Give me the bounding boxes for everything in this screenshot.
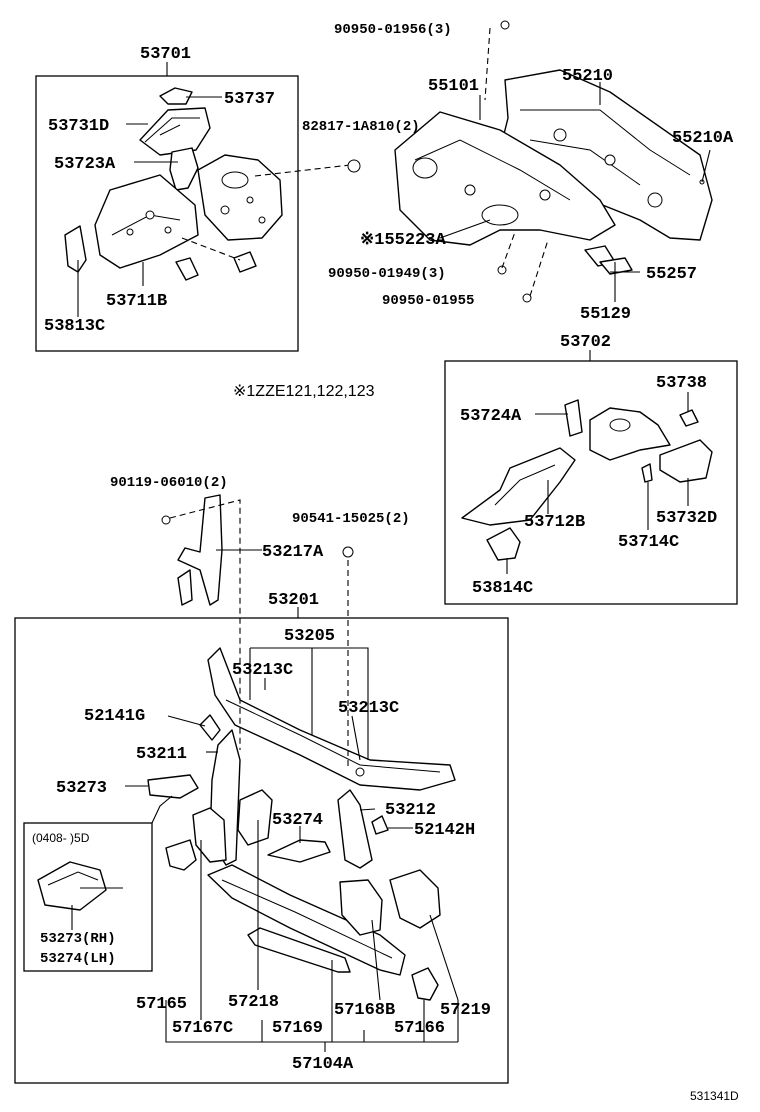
- part-52141G-drawing: [199, 714, 221, 741]
- label-53201: 53201: [268, 591, 319, 610]
- part-55257-drawing: [599, 257, 633, 275]
- label-53273: 53273: [56, 779, 107, 798]
- label-90950-01956: 90950-01956(3): [334, 22, 452, 38]
- engine-note: ※1ZZE121,122,123: [233, 383, 375, 400]
- part-53217A-drawing: [177, 494, 223, 606]
- label-53205: 53205: [284, 627, 335, 646]
- label-55257: 55257: [646, 265, 697, 284]
- part-53723A-drawing: [169, 147, 199, 191]
- part-55101-drawing: [394, 111, 616, 246]
- part-53813C-drawing: [64, 225, 87, 273]
- bolt-90119-06010: [161, 515, 171, 525]
- label-53213C-right: 53213C: [338, 699, 399, 718]
- label-53711B: 53711B: [106, 292, 167, 311]
- part-57219-drawing: [389, 869, 441, 929]
- label-53731D: 53731D: [48, 117, 109, 136]
- part-57218-drawing: [237, 789, 273, 846]
- inset-date-range: (0408- )5D: [32, 831, 90, 845]
- dashed-leader: [181, 237, 241, 261]
- label-53274-LH: 53274(LH): [40, 951, 116, 967]
- group-box-53201: [14, 617, 509, 1084]
- label-53714C: 53714C: [618, 533, 679, 552]
- part-53732D-drawing: [659, 439, 713, 483]
- part-53714C-drawing: [641, 463, 653, 483]
- part-53212-drawing: [337, 789, 373, 869]
- diagram-id: 531341D: [690, 1089, 739, 1103]
- label-53274: 53274: [272, 811, 323, 830]
- label-53738: 53738: [656, 374, 707, 393]
- label-53701: 53701: [140, 45, 191, 64]
- label-53213C-upper: 53213C: [232, 661, 293, 680]
- label-53724A: 53724A: [460, 407, 522, 426]
- label-57168B: 57168B: [334, 1001, 395, 1020]
- label-53212: 53212: [385, 801, 436, 820]
- part-inset-53273-drawing: [37, 861, 107, 911]
- inset-box-0408: [23, 822, 153, 972]
- part-53712B-drawing: [461, 447, 576, 526]
- label-53732D: 53732D: [656, 509, 717, 528]
- label-57166: 57166: [394, 1019, 445, 1038]
- dashed-leader: [529, 239, 549, 297]
- dashed-leader: [254, 164, 351, 177]
- label-82817-1A810: 82817-1A810(2): [302, 119, 420, 135]
- part-53737-drawing: [159, 87, 193, 105]
- label-52142H: 52142H: [414, 821, 475, 840]
- clip-90950-01956: [500, 20, 510, 30]
- clip-90950-01955: [522, 293, 532, 303]
- label-55129: 55129: [580, 305, 631, 324]
- part-53724A-drawing: [564, 399, 583, 437]
- label-55101: 55101: [428, 77, 479, 96]
- label-53217A: 53217A: [262, 543, 324, 562]
- label-57218: 57218: [228, 993, 279, 1012]
- label-57167C: 57167C: [172, 1019, 233, 1038]
- part-52142H-drawing: [371, 815, 389, 835]
- label-90950-01955: 90950-01955: [382, 293, 474, 309]
- bolt-90541-15025: [342, 546, 354, 558]
- part-53738-drawing: [679, 409, 699, 427]
- label-55210: 55210: [562, 67, 613, 86]
- dashed-leader: [484, 27, 491, 101]
- label-53813C: 53813C: [44, 317, 105, 336]
- part-53711B-drawing: [94, 174, 199, 269]
- label-53211: 53211: [136, 745, 187, 764]
- part-53273-drawing: [147, 774, 199, 799]
- label-53702: 53702: [560, 333, 611, 352]
- label-53814C: 53814C: [472, 579, 533, 598]
- group-box-53702: [444, 360, 738, 605]
- part-57166-drawing: [411, 967, 439, 1001]
- label-55210A: 55210A: [672, 129, 734, 148]
- label-90119-06010: 90119-06010(2): [110, 475, 228, 491]
- label-55223A: ※155223A: [360, 231, 446, 250]
- part-57104A-crossmember-drawing: [207, 864, 406, 976]
- label-57169: 57169: [272, 1019, 323, 1038]
- part-small-brackets-53701: [175, 251, 257, 281]
- clip-82817: [347, 159, 361, 173]
- dashed-leader: [501, 231, 516, 269]
- part-53274-drawing: [267, 839, 331, 863]
- dashed-leader: [169, 499, 241, 750]
- label-57219: 57219: [440, 1001, 491, 1020]
- part-53731D-drawing: [139, 107, 211, 156]
- part-53814C-drawing: [486, 527, 521, 561]
- label-57104A: 57104A: [292, 1055, 354, 1074]
- leader-lines: [71, 62, 711, 1052]
- label-90950-01949: 90950-01949(3): [328, 266, 446, 282]
- label-53723A: 53723A: [54, 155, 116, 174]
- part-53702-tower-drawing: [589, 407, 671, 461]
- part-57168B-drawing: [339, 879, 383, 936]
- label-52141G: 52141G: [84, 707, 145, 726]
- label-53737: 53737: [224, 90, 275, 109]
- label-90541-15025: 90541-15025(2): [292, 511, 410, 527]
- label-57165: 57165: [136, 995, 187, 1014]
- part-53205-drawing: [207, 647, 456, 791]
- part-main-tower-drawing: [197, 154, 283, 241]
- label-53712B: 53712B: [524, 513, 585, 532]
- part-57165-drawing: [165, 839, 197, 871]
- clip-90950-01949: [497, 265, 507, 275]
- label-53273-RH: 53273(RH): [40, 931, 116, 947]
